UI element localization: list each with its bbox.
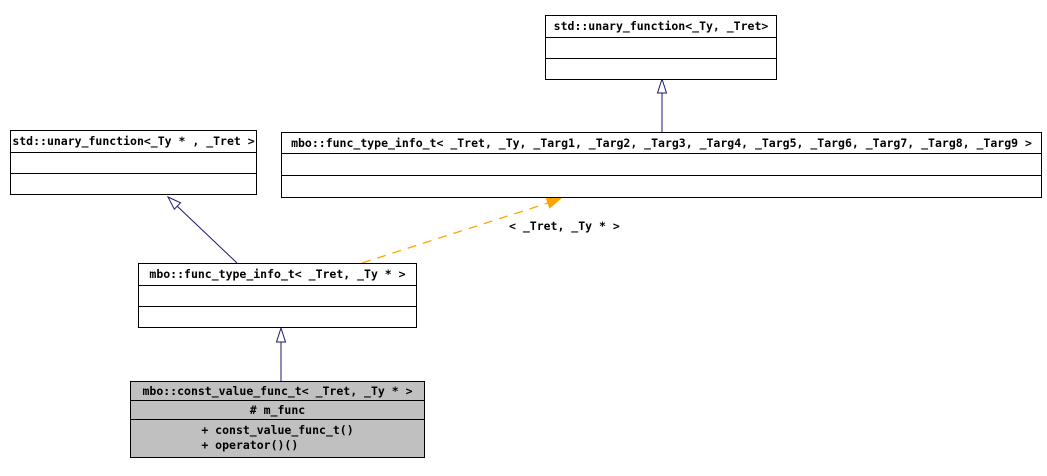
methods-compartment (11, 173, 256, 194)
inheritance-arrow-cvf-to-fti-ptr (275, 326, 287, 381)
class-node-mbo-func-type-info-t-ptr[interactable]: mbo::func_type_info_t< _Tret, _Ty * > (138, 263, 417, 328)
method-operator-call: + operator()() (201, 438, 299, 452)
class-node-mbo-func-type-info-t-full[interactable]: mbo::func_type_info_t< _Tret, _Ty, _Targ… (281, 132, 1042, 198)
methods-compartment (282, 175, 1041, 197)
methods-block: + const_value_func_t() + operator()() (201, 420, 353, 453)
attributes-compartment (282, 153, 1041, 175)
attributes-compartment (11, 152, 256, 173)
attributes-compartment (139, 285, 416, 306)
attribute-m-func: # m_func (249, 403, 306, 417)
class-node-mbo-const-value-func-t: mbo::const_value_func_t< _Tret, _Ty * > … (130, 381, 425, 458)
attributes-compartment: # m_func (131, 400, 424, 419)
class-title: mbo::func_type_info_t< _Tret, _Ty * > (149, 267, 406, 281)
inheritance-arrow-fti-full-to-unary (656, 77, 668, 132)
class-title: mbo::func_type_info_t< _Tret, _Ty, _Targ… (291, 136, 1032, 150)
methods-compartment (139, 306, 416, 327)
class-node-std-unary-function-ptr[interactable]: std::unary_function<_Ty * , _Tret > (10, 130, 257, 195)
method-const-value-func-t: + const_value_func_t() (201, 423, 354, 437)
methods-compartment: + const_value_func_t() + operator()() (131, 419, 424, 457)
template-instantiation-arrow (361, 197, 562, 264)
class-title: mbo::const_value_func_t< _Tret, _Ty * > (142, 384, 413, 398)
methods-compartment (546, 58, 776, 79)
inheritance-arrow-fti-ptr-to-unary-ptr (166, 195, 238, 264)
class-node-std-unary-function[interactable]: std::unary_function<_Ty, _Tret> (545, 15, 777, 80)
class-title: std::unary_function<_Ty * , _Tret > (12, 134, 255, 148)
attributes-compartment (546, 37, 776, 58)
class-title: std::unary_function<_Ty, _Tret> (553, 19, 769, 33)
template-args-label: < _Tret, _Ty * > (509, 219, 620, 233)
